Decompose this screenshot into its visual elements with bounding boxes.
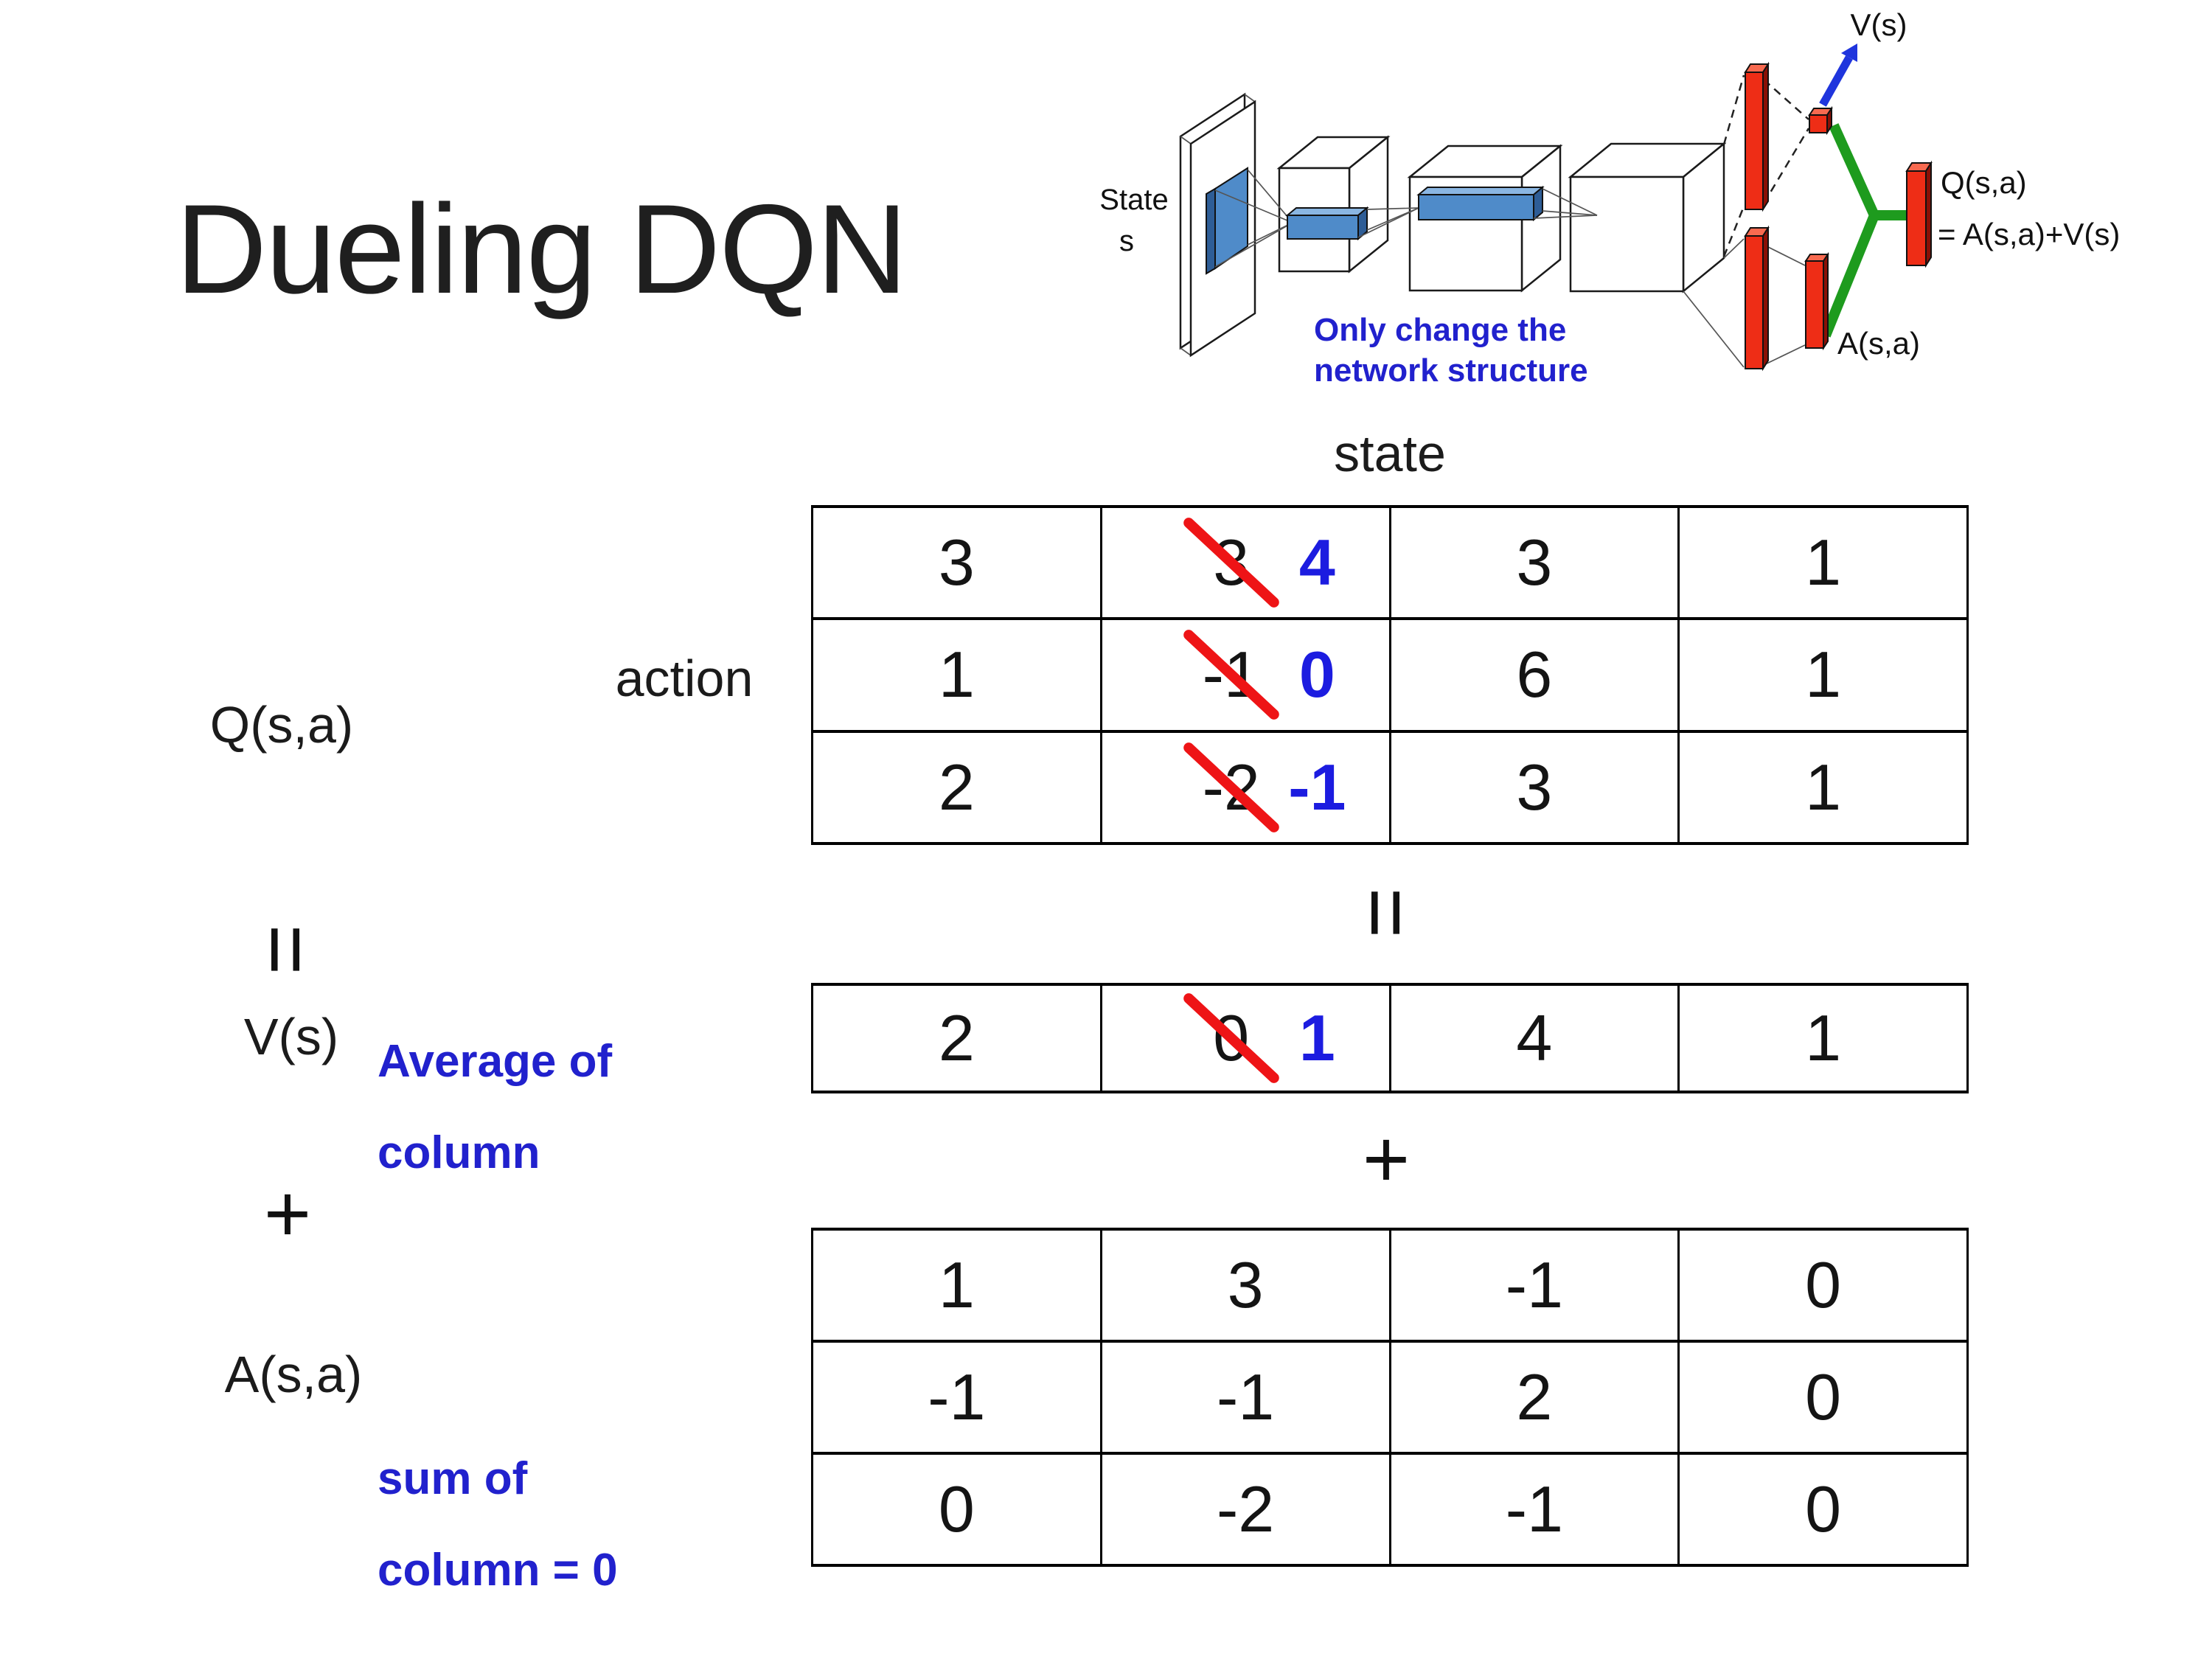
v-matrix-label: V(s) (243, 1008, 339, 1065)
sum-of-column-note: sum of column = 0 (378, 1433, 618, 1616)
q-cell-r2c2: 3 (1391, 732, 1680, 845)
v-cell-c2: 4 (1391, 986, 1680, 1093)
a-cell-r1c0: -1 (813, 1343, 1102, 1455)
diagram-note-line2: network structure (1314, 352, 1588, 389)
a-cell-r2c0: 0 (813, 1455, 1102, 1567)
feature-bar-1 (1285, 206, 1369, 241)
v-table: 2 0 1 4 1 (811, 983, 1969, 1093)
plus-sign-left: + (263, 1168, 312, 1259)
a-cell-r2c1: -2 (1102, 1455, 1391, 1567)
diagram-note-line1: Only change the (1314, 312, 1566, 348)
a-cell-r1c1: -1 (1102, 1343, 1391, 1455)
v-cell-c3: 1 (1680, 986, 1969, 1093)
a-cell-r2c3: 0 (1680, 1455, 1969, 1567)
receptive-field-lines-1 (1214, 169, 1293, 268)
sum-note-line1: sum of (378, 1453, 528, 1504)
q-table: 3 3 4 3 1 1 -1 0 6 1 2 -2 -1 3 1 (811, 505, 1969, 845)
a-table: 1 3 -1 0 -1 -1 2 0 0 -2 -1 0 (811, 1228, 1969, 1567)
advantage-output-bar (1804, 251, 1829, 351)
diagram-state-s-label: s (1119, 225, 1134, 257)
diagram-q-label-line1: Q(s,a) (1941, 165, 2027, 200)
a-cell-r0c3: 0 (1680, 1231, 1969, 1343)
q-cell-r2c3: 1 (1680, 732, 1969, 845)
conv-box-3 (1568, 142, 1727, 293)
a-cell-r1c2: 2 (1391, 1343, 1680, 1455)
a-cell-r1c3: 0 (1680, 1343, 1969, 1455)
q-cell-r0c2: 3 (1391, 508, 1680, 621)
average-note-line2: column (378, 1127, 540, 1178)
q-cell-r1c0: 1 (813, 620, 1102, 733)
average-note-line1: Average of (378, 1036, 613, 1087)
q-cell-r2c0: 2 (813, 732, 1102, 845)
network-diagram: State s V(s) Q(s,a) = A(s,a)+V(s) A(s,a)… (1099, 7, 2120, 389)
v-output-arrow (1819, 44, 1857, 107)
aggregator-y-connector (1820, 123, 1910, 338)
q-cell-r0c3: 1 (1680, 508, 1969, 621)
diagram-v-label: V(s) (1851, 7, 1907, 42)
a-cell-r2c2: -1 (1391, 1455, 1680, 1567)
advantage-hidden-bar (1744, 225, 1770, 372)
plus-sign-middle: + (1362, 1113, 1411, 1205)
value-stream-dashed-links (1722, 74, 1810, 257)
q-cell-r1c1: -1 0 (1102, 620, 1391, 733)
q-cell-r1c2: 6 (1391, 620, 1680, 733)
a-matrix-label: A(s,a) (224, 1346, 363, 1403)
q-cell-r1c3: 1 (1680, 620, 1969, 733)
feature-bar-2 (1416, 185, 1545, 222)
receptive-field-lines-2 (1357, 207, 1419, 238)
conv-box-1 (1276, 135, 1391, 274)
state-axis-label: state (1334, 425, 1446, 482)
equals-sign-left: = (237, 924, 335, 975)
slide-title: Dueling DQN (175, 178, 908, 320)
a-cell-r0c0: 1 (813, 1231, 1102, 1343)
action-axis-label: action (615, 650, 754, 707)
q-cell-r2c1: -2 -1 (1102, 732, 1391, 845)
receptive-field-lines-3 (1533, 188, 1598, 219)
value-output-node (1808, 105, 1833, 136)
sum-note-line2: column = 0 (378, 1545, 618, 1596)
equals-sign-middle: = (1338, 887, 1435, 939)
a-cell-r0c1: 3 (1102, 1231, 1391, 1343)
diagram-q-label-line2: = A(s,a)+V(s) (1938, 217, 2120, 251)
v-cell-c0: 2 (813, 986, 1102, 1093)
a-cell-r0c2: -1 (1391, 1231, 1680, 1343)
value-hidden-bar (1744, 61, 1770, 212)
q-matrix-label: Q(s,a) (209, 696, 354, 754)
v-cell-c1: 0 1 (1102, 986, 1391, 1093)
q-output-bar (1905, 160, 1933, 268)
diagram-a-label: A(s,a) (1837, 326, 1920, 361)
q-cell-r0c1: 3 4 (1102, 508, 1391, 621)
advantage-stream-links (1683, 238, 1806, 368)
diagram-state-label: State (1099, 184, 1168, 216)
q-cell-r0c0: 3 (813, 508, 1102, 621)
average-of-column-note: Average of column (378, 1016, 612, 1199)
